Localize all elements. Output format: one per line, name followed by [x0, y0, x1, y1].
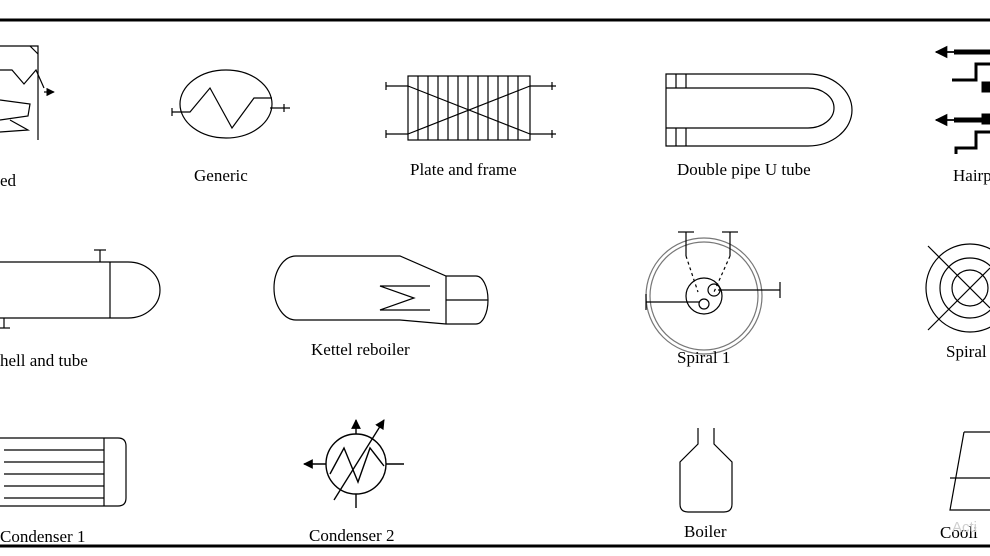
label-hairpin: Hairp: [953, 166, 990, 185]
fired-heater-symbol: [0, 45, 55, 140]
label-spiral-1: Spiral 1: [677, 348, 731, 367]
kettle-reboiler-symbol: [273, 255, 489, 325]
activation-watermark: Acti: [952, 519, 978, 536]
label-fired-heater: ed: [0, 171, 17, 190]
shell-tube-symbol: [0, 249, 161, 329]
label-condenser-1: Condenser 1: [0, 527, 86, 546]
label-plate-frame: Plate and frame: [410, 160, 517, 179]
spiral-1-symbol: [645, 231, 781, 355]
label-kettle-reboiler: Kettel reboiler: [311, 340, 410, 359]
generic-exchanger-symbol: [171, 69, 290, 139]
cooling-tower-symbol: [949, 431, 990, 511]
label-generic: Generic: [194, 166, 248, 185]
double-pipe-symbol: [665, 73, 853, 147]
boiler-symbol: [679, 428, 733, 513]
label-condenser-2: Condenser 2: [309, 526, 395, 545]
label-boiler: Boiler: [684, 522, 727, 541]
spiral-2-symbol: [925, 243, 990, 333]
condenser-2-symbol: [303, 419, 404, 508]
label-shell-tube: hell and tube: [0, 351, 88, 370]
plate-frame-symbol: [385, 75, 556, 141]
label-cooling-tower: Cooli: [940, 523, 978, 542]
label-double-pipe: Double pipe U tube: [677, 160, 811, 179]
hairpin-symbol: [934, 45, 990, 154]
label-spiral-2: Spiral: [946, 342, 987, 361]
condenser-1-symbol: [0, 437, 127, 507]
